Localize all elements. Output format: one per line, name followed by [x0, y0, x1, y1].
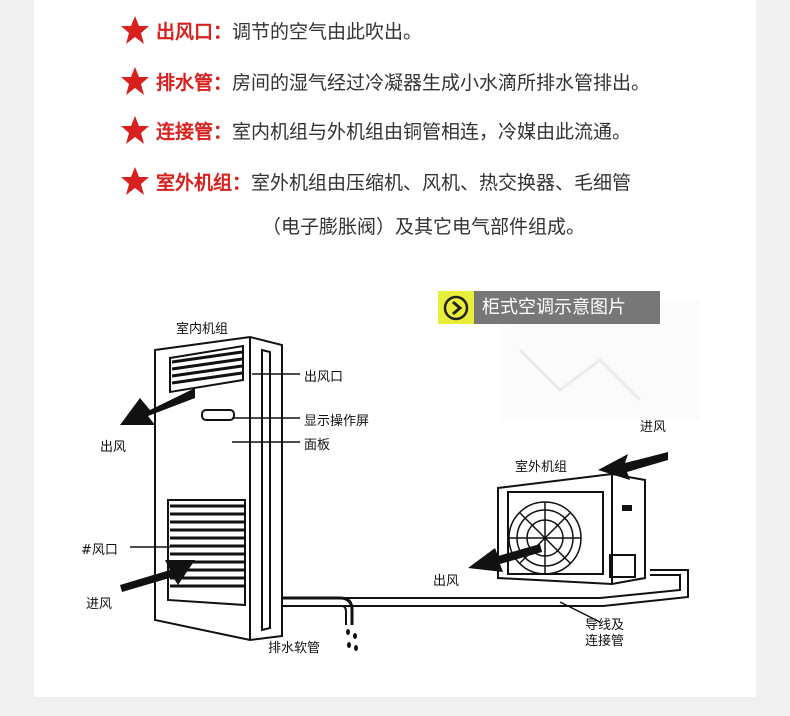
outdoor-exhaust-arrow	[468, 544, 542, 572]
bullet-term: 出风口：	[156, 20, 233, 43]
bullet-desc: 室外机组由压缩机、风机、热交换器、毛细管	[251, 171, 632, 194]
pipes	[282, 569, 689, 625]
tag-label: 柜式空调示意图片	[474, 291, 660, 324]
air-in-left-label: 进风	[86, 597, 113, 612]
bullet-term: 排水管：	[156, 71, 233, 94]
bullet-desc: 室内机组与外机组由铜管相连，冷媒由此流通。	[232, 120, 632, 143]
outdoor-badge	[622, 505, 632, 511]
bullet-drain: 排水管： 房间的湿气经过冷凝器生成小水滴所排水管排出。	[120, 66, 650, 96]
star-icon	[121, 67, 149, 95]
star-icon	[121, 167, 149, 195]
air-out-right-label: 出风	[433, 574, 460, 589]
bullet-term: 连接管：	[156, 120, 233, 143]
outlet-label: 出风口	[304, 370, 344, 385]
outlet-arrow	[120, 388, 195, 425]
bullet-desc: 房间的湿气经过冷凝器生成小水滴所排水管排出。	[232, 71, 651, 94]
water-drops	[346, 629, 358, 651]
diagram-tag: 柜式空调示意图片	[438, 291, 660, 324]
bullet-pipe: 连接管： 室内机组与外机组由铜管相连，冷媒由此流通。	[120, 115, 631, 145]
outdoor-fan-grille	[508, 501, 582, 575]
pipe-label-2: 连接管	[585, 634, 625, 649]
indoor-grille-upper	[171, 350, 243, 385]
play-circle-icon	[438, 291, 474, 324]
display-label: 显示操作屏	[304, 414, 370, 429]
drain-hose-label: 排水软管	[268, 641, 321, 656]
bullet-term: 室外机组：	[156, 171, 252, 194]
outdoor-intake-arrow	[598, 452, 668, 480]
panel-label: 面板	[304, 438, 331, 453]
bullet-outlet: 出风口： 调节的空气由此吹出。	[120, 15, 422, 45]
indoor-leaders	[130, 373, 300, 548]
pipe-label-1: 导线及	[585, 618, 625, 633]
bullet-outdoor: 室外机组： 室外机组由压缩机、风机、热交换器、毛细管	[120, 166, 631, 196]
air-out-left-label: 出风	[100, 440, 127, 455]
air-in-right-label: 进风	[640, 420, 667, 435]
exhaust-label: #风口	[81, 543, 118, 558]
indoor-title: 室内机组	[176, 322, 229, 337]
star-icon	[121, 16, 149, 44]
intake-arrow	[120, 560, 195, 592]
star-icon	[121, 116, 149, 144]
outdoor-title: 室外机组	[515, 460, 568, 475]
bullet-desc: 调节的空气由此吹出。	[232, 20, 423, 43]
bullet-continuation: （电子膨胀阀）及其它电气部件组成。	[262, 216, 586, 238]
